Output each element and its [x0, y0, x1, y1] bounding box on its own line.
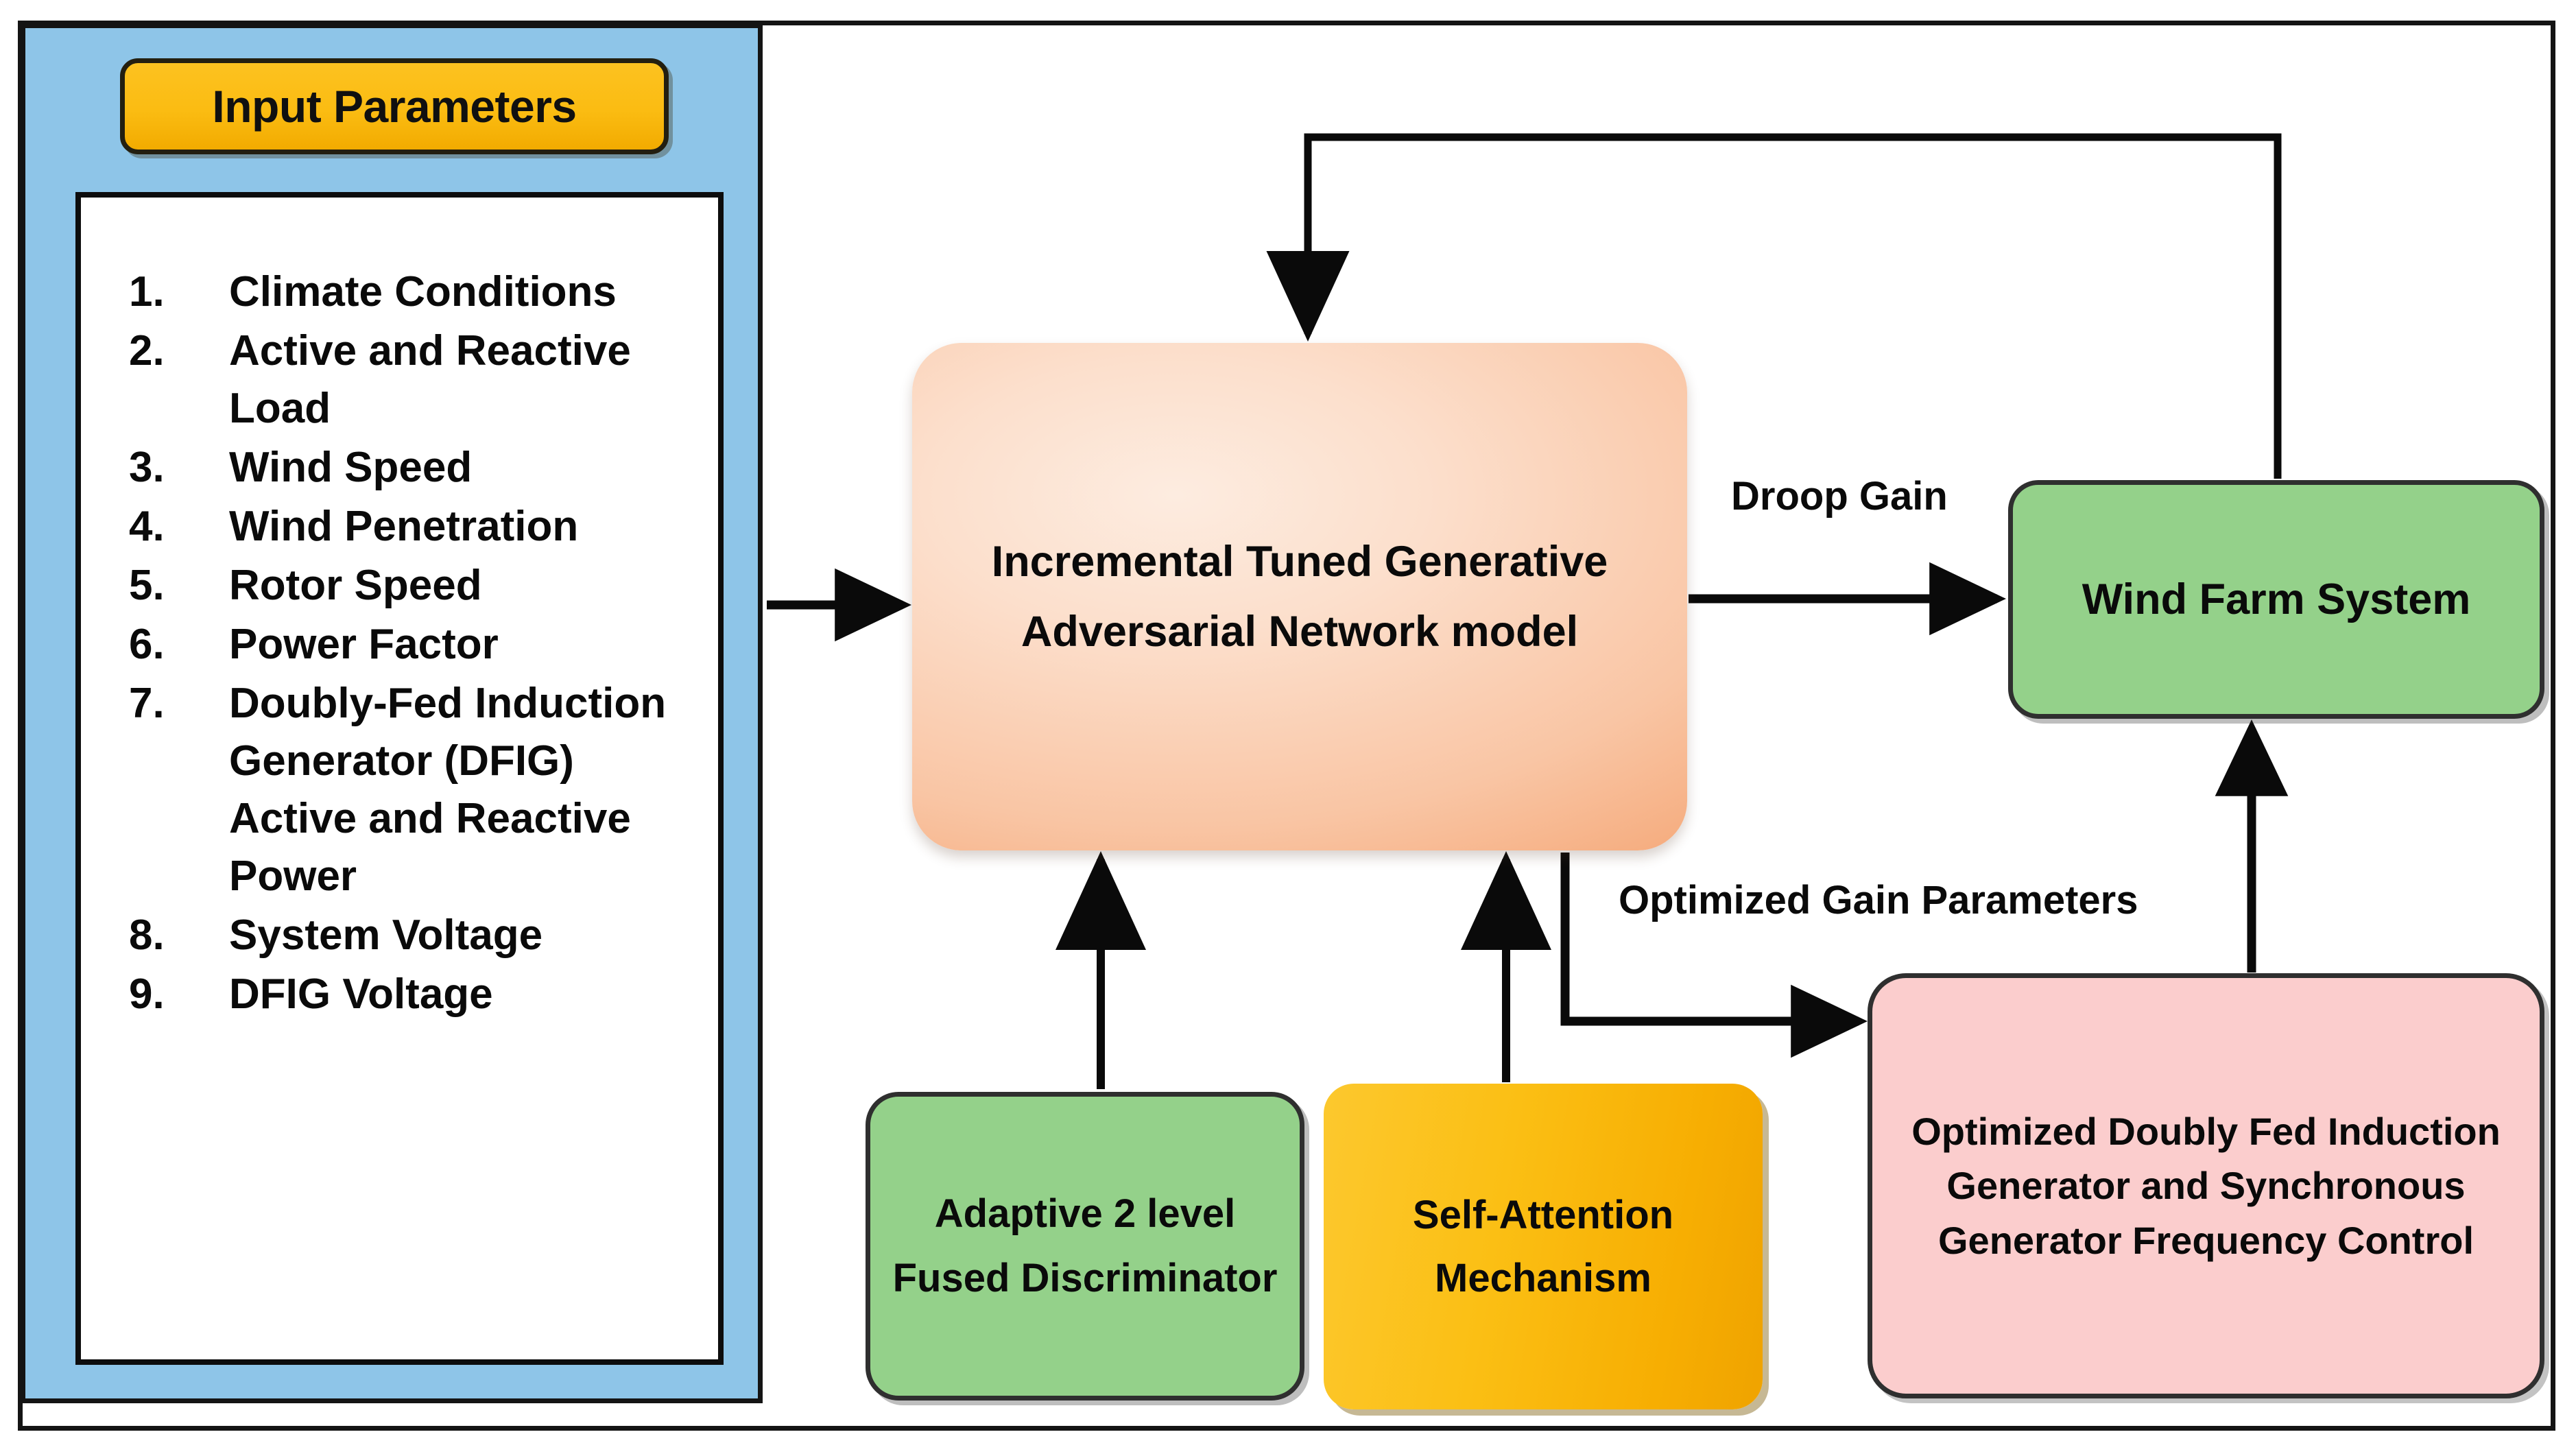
- list-item: Active and Reactive Load: [129, 322, 631, 432]
- list-item: Wind Penetration: [129, 498, 579, 556]
- node-gan-model[interactable]: Incremental Tuned Generative Adversarial…: [912, 343, 1687, 850]
- node-wind-farm-system[interactable]: Wind Farm System: [2008, 480, 2544, 719]
- list-item: Wind Speed: [129, 439, 473, 497]
- list-item: DFIG Voltage: [129, 966, 493, 1023]
- edge-label-optimized-gain-parameters: Optimized Gain Parameters: [1619, 878, 2138, 922]
- input-parameters-header-label: Input Parameters: [212, 81, 577, 132]
- node-self-attention-mechanism[interactable]: Self-Attention Mechanism: [1324, 1084, 1763, 1409]
- input-parameters-list: Climate Conditions Active and Reactive L…: [81, 263, 718, 1023]
- list-item: System Voltage: [129, 907, 543, 964]
- list-item: Rotor Speed: [129, 557, 482, 615]
- node-wind-farm-system-label: Wind Farm System: [2082, 575, 2471, 623]
- node-optimized-frequency-control-label: Optimized Doubly Fed Induction Generator…: [1911, 1109, 2501, 1262]
- list-item: Climate Conditions: [129, 263, 617, 321]
- node-gan-model-label: Incremental Tuned Generative Adversarial…: [991, 537, 1608, 656]
- input-parameters-header: Input Parameters: [120, 58, 669, 154]
- input-parameters-card: Climate Conditions Active and Reactive L…: [75, 192, 724, 1365]
- list-item: Doubly-Fed Induction Generator (DFIG) Ac…: [129, 675, 667, 900]
- edge-label-droop-gain: Droop Gain: [1731, 474, 1948, 519]
- node-optimized-frequency-control[interactable]: Optimized Doubly Fed Induction Generator…: [1868, 973, 2544, 1398]
- list-item: Power Factor: [129, 616, 499, 674]
- node-adaptive-fused-discriminator-label: Adaptive 2 level Fused Discriminator: [892, 1191, 1278, 1300]
- node-adaptive-fused-discriminator[interactable]: Adaptive 2 level Fused Discriminator: [866, 1092, 1304, 1401]
- node-self-attention-mechanism-label: Self-Attention Mechanism: [1412, 1192, 1674, 1300]
